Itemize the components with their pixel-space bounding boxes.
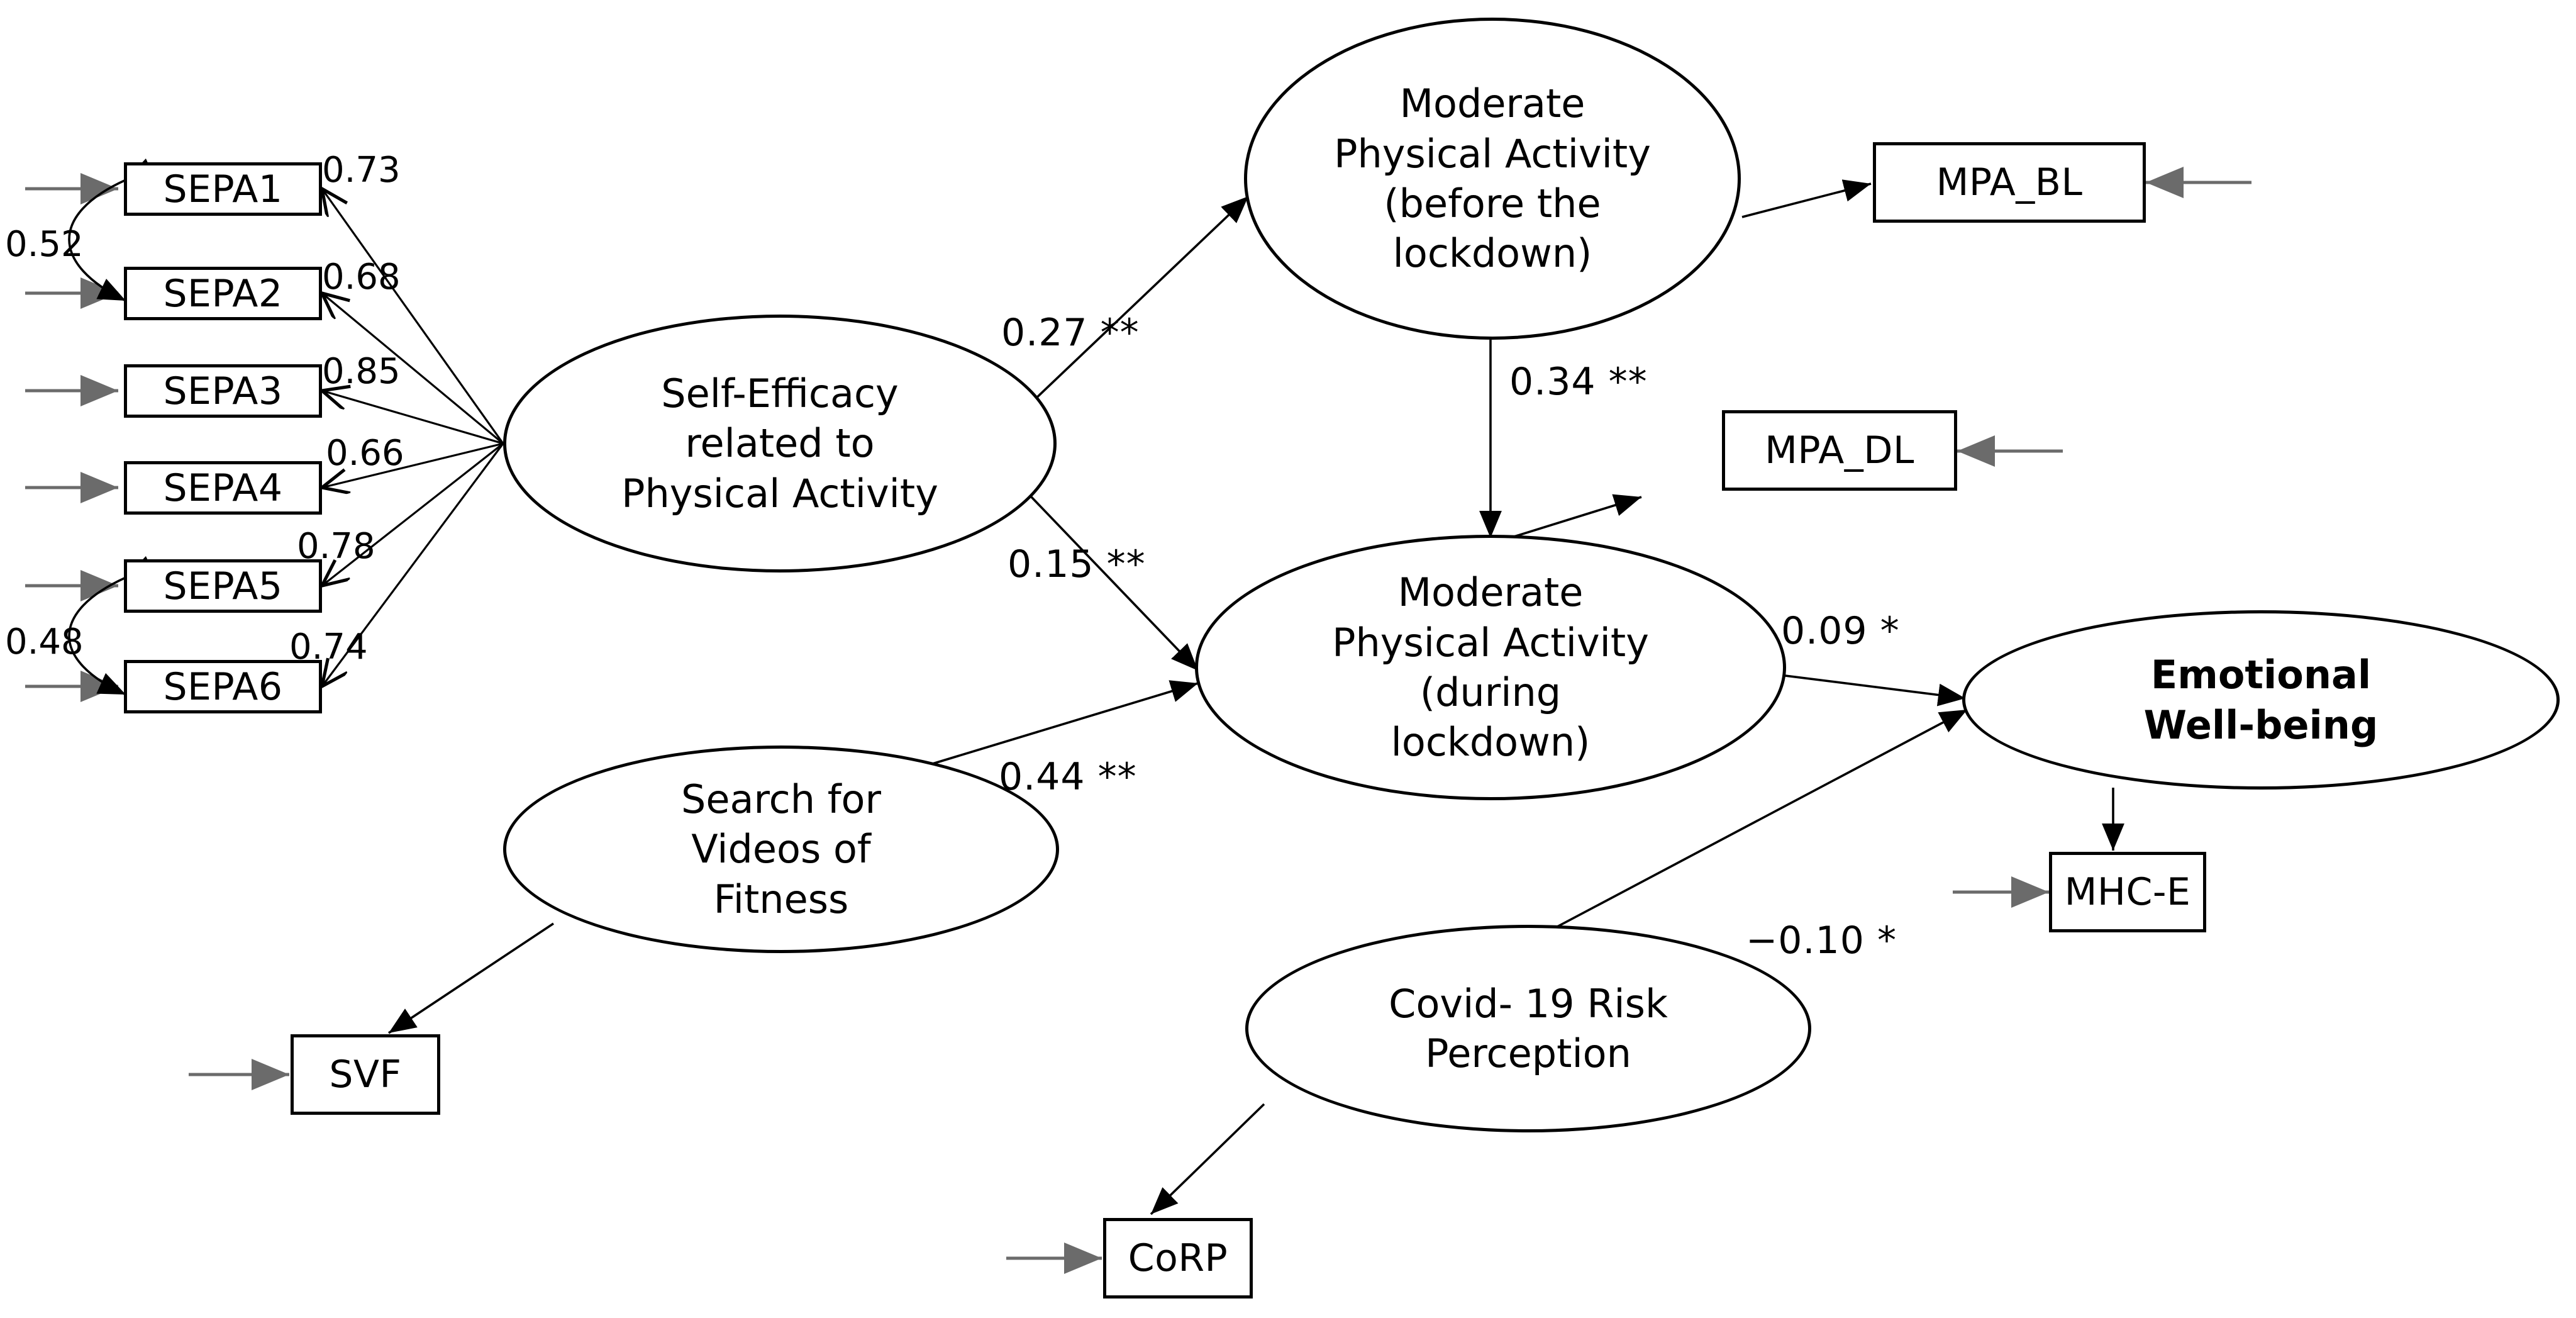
observed-label: SVF (329, 1053, 402, 1097)
latent-label-line: Fitness (713, 876, 849, 922)
observed-box-sepa6[interactable]: SEPA6 (124, 660, 322, 713)
latent-ellipse-self-efficacy[interactable]: Self-Efficacy related to Physical Activi… (503, 315, 1057, 572)
path-label-sepa-to-mpa-dl: 0.15 ** (1008, 542, 1146, 586)
latent-ellipse-mpa-during-lockdown[interactable]: Moderate Physical Activity (during lockd… (1195, 535, 1786, 800)
latent-ellipse-emotional-wellbeing[interactable]: Emotional Well-being (1962, 610, 2560, 790)
loading-label-sepa5: 0.78 (297, 526, 375, 567)
observed-box-sepa3[interactable]: SEPA3 (124, 364, 322, 418)
observed-box-corp[interactable]: CoRP (1103, 1218, 1253, 1298)
observed-label: MHC-E (2064, 870, 2191, 914)
latent-label-line: Physical Activity (621, 470, 938, 517)
latent-label-line: lockdown) (1391, 719, 1591, 766)
observed-label: SEPA6 (163, 664, 283, 709)
latent-label-line: related to (685, 420, 875, 467)
observed-box-sepa4[interactable]: SEPA4 (124, 461, 322, 515)
observed-box-sepa2[interactable]: SEPA2 (124, 267, 322, 320)
loading-label-sepa2: 0.68 (322, 257, 401, 298)
path-label-sepa-to-mpa-bl: 0.27 ** (1001, 311, 1140, 355)
latent-label-line: Physical Activity (1334, 130, 1651, 177)
latent-label: Covid- 19 Risk Perception (1389, 979, 1668, 1079)
latent-label-line: Search for (681, 776, 881, 822)
latent-ellipse-covid-risk-perception[interactable]: Covid- 19 Risk Perception (1245, 925, 1811, 1132)
latent-ellipse-mpa-before-lockdown[interactable]: Moderate Physical Activity (before the l… (1244, 18, 1741, 340)
loading-label-sepa4: 0.66 (326, 433, 404, 474)
latent-label: Emotional Well-being (2144, 650, 2379, 750)
observed-box-svf[interactable]: SVF (291, 1034, 440, 1115)
latent-label-line: lockdown) (1392, 230, 1592, 277)
path-label-svf-to-mpa-dl: 0.44 ** (999, 755, 1137, 799)
latent-label-line: (before the (1384, 181, 1601, 226)
latent-label-line: Well-being (2143, 701, 2379, 748)
latent-label-line: Perception (1425, 1030, 1631, 1076)
observed-label: SEPA1 (163, 167, 283, 211)
latent-label-line: Covid- 19 Risk (1389, 980, 1668, 1027)
loading-label-sepa3: 0.85 (322, 351, 401, 392)
observed-label: CoRP (1128, 1236, 1228, 1280)
latent-label-line: Self-Efficacy (661, 370, 899, 416)
observed-label: MPA_DL (1765, 428, 1914, 472)
observed-box-sepa1[interactable]: SEPA1 (124, 162, 322, 216)
observed-box-mhce[interactable]: MHC-E (2049, 852, 2206, 932)
latent-label: Search for Videos of Fitness (681, 774, 881, 924)
latent-ellipse-search-videos-fitness[interactable]: Search for Videos of Fitness (503, 746, 1059, 953)
observed-box-sepa5[interactable]: SEPA5 (124, 559, 322, 613)
observed-box-mpa-bl[interactable]: MPA_BL (1873, 142, 2146, 223)
path-label-mpa-dl-to-ewb: 0.09 * (1781, 609, 1900, 653)
observed-label: SEPA2 (163, 271, 283, 316)
latent-label-line: Emotional (2150, 652, 2372, 698)
path-label-corp-to-ewb: −0.10 * (1746, 919, 1897, 963)
loading-label-sepa6: 0.74 (289, 627, 368, 667)
correlation-label-sepa1-sepa2: 0.52 (5, 224, 84, 265)
latent-label-line: Physical Activity (1332, 619, 1649, 666)
latent-label-line: Moderate (1397, 569, 1584, 616)
path-label-mpa-bl-to-mpa-dl: 0.34 ** (1509, 360, 1648, 404)
observed-label: SEPA3 (163, 369, 283, 413)
latent-label-line: Moderate (1399, 81, 1585, 127)
correlation-label-sepa5-sepa6: 0.48 (5, 622, 84, 662)
latent-label: Moderate Physical Activity (before the l… (1334, 79, 1651, 278)
observed-label: SEPA4 (163, 466, 283, 510)
observed-label: SEPA5 (163, 564, 283, 608)
observed-box-mpa-dl[interactable]: MPA_DL (1722, 410, 1957, 491)
latent-label: Moderate Physical Activity (during lockd… (1332, 567, 1649, 767)
observed-label: MPA_BL (1936, 160, 2083, 204)
latent-label: Self-Efficacy related to Physical Activi… (621, 369, 938, 518)
loading-label-sepa1: 0.73 (322, 150, 401, 191)
latent-label-line: (during (1419, 669, 1562, 715)
latent-label-line: Videos of (691, 826, 871, 873)
